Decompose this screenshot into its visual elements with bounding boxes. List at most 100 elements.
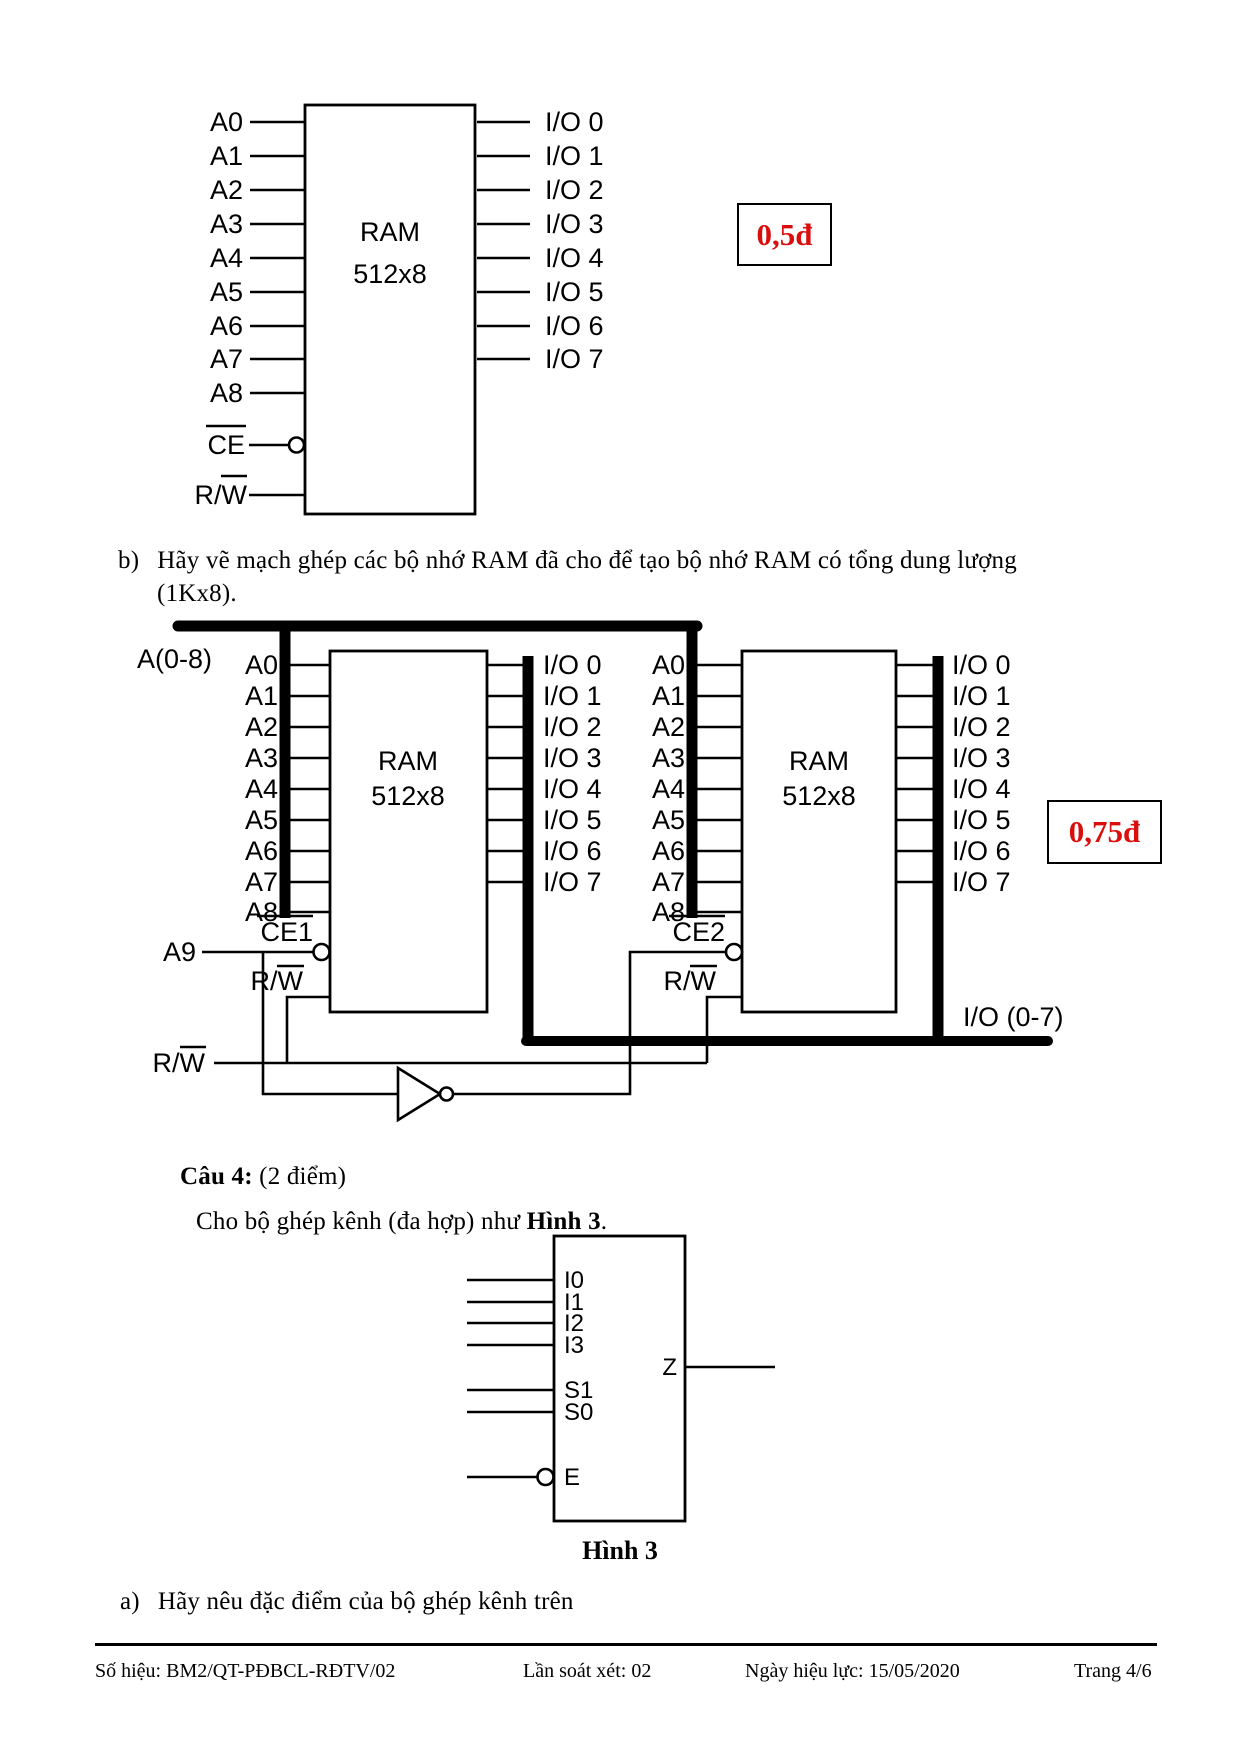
addr-pin-label: A3 (652, 743, 685, 773)
ce-inverter-bubble (287, 436, 306, 454)
revision-value: 02 (631, 1660, 652, 1682)
ce2-pin-label: CE2 (672, 917, 725, 947)
revision-label: Lần soát xét: (523, 1660, 627, 1682)
part-a-text: Hãy nêu đặc điểm của bộ ghép kênh trên (157, 1588, 574, 1615)
addr-pin-label: A8 (245, 897, 278, 927)
io-pin-label: I/O 0 (543, 650, 602, 680)
addr-pin-label: A1 (245, 681, 278, 711)
chip1-rw-pin-label: R/W (251, 966, 304, 996)
addr-pin-label: A7 (245, 867, 278, 897)
addr-pin-label: A4 (210, 243, 243, 273)
ram-1kx8-circuit-diagram: A(0-8) I/O (0-7) RAM 512x8 A0 A1 A2 A3 A… (137, 620, 1064, 1123)
chip1-rw-wire (285, 995, 330, 1063)
addr-pin-label: A7 (210, 344, 243, 374)
a9-label: A9 (163, 937, 196, 967)
io-pin-label: I/O 6 (543, 836, 602, 866)
mux-enable-label: E (564, 1464, 580, 1491)
footer-page-number: Trang 4/6 (1074, 1660, 1152, 1682)
io-pin-label: I/O 1 (543, 681, 602, 711)
chip2-size-label: 512x8 (782, 781, 856, 811)
question4-heading: Câu 4: (2 điểm) (180, 1160, 346, 1193)
chip2-rw-pin-label: R/W (664, 966, 717, 996)
io-pin-label: I/O 5 (545, 277, 604, 307)
doc-code-value: BM2/QT-PĐBCL-RĐTV/02 (166, 1660, 396, 1682)
question3-part-b: b)Hãy vẽ mạch ghép các bộ nhớ RAM đã cho… (118, 544, 1017, 577)
io-pin-label: I/O 5 (952, 805, 1011, 835)
addr-pin-label: A7 (652, 867, 685, 897)
mux-select-label: S1 (564, 1377, 593, 1404)
score-value: 0,5đ (756, 216, 813, 252)
io-pin-label: I/O 4 (952, 774, 1011, 804)
footer-effective-date: Ngày hiệu lực: 15/05/2020 (745, 1660, 960, 1683)
part-a-label: a) (120, 1588, 140, 1615)
addr-pin-label: A6 (245, 836, 278, 866)
addr-pin-label: A3 (210, 209, 243, 239)
intro-text: Cho bộ ghép kênh (đa hợp) như (196, 1208, 527, 1235)
inverter-output-wire (453, 950, 726, 1096)
enable-inverter-bubble (536, 1467, 555, 1487)
ce1-inverter-bubble (312, 942, 331, 962)
mux-input-label: I1 (564, 1289, 584, 1316)
figure-reference: Hình 3 (526, 1208, 601, 1235)
mux-input-label: I0 (564, 1267, 584, 1294)
mux-input-label: I3 (564, 1332, 584, 1359)
chip1-name-label: RAM (378, 746, 438, 776)
io-pin-label: I/O 7 (545, 344, 604, 374)
io-pin-label: I/O 5 (543, 805, 602, 835)
io-pin-label: I/O 2 (952, 712, 1011, 742)
addr-pin-label: A1 (210, 141, 243, 171)
footer-doc-code: Số hiệu: BM2/QT-PĐBCL-RĐTV/02 (95, 1660, 395, 1683)
ram-chip1-body (328, 649, 489, 1014)
addr-pin-label: A6 (210, 311, 243, 341)
io-pin-label: I/O 3 (543, 743, 602, 773)
chip-size-label: 512x8 (353, 259, 427, 289)
effective-date-value: 15/05/2020 (868, 1660, 960, 1682)
addr-pin-label: A2 (210, 175, 243, 205)
addr-pin-label: A2 (652, 712, 685, 742)
ram-chip-diagram: RAM 512x8 A0 A1 A2 A3 A4 A5 A6 A7 A8 I/O… (195, 103, 604, 516)
rw-pin-label: R/W (195, 480, 248, 510)
question3-part-b-line2: (1Kx8). (157, 577, 237, 610)
io-pin-label: I/O 7 (952, 867, 1011, 897)
chip1-size-label: 512x8 (371, 781, 445, 811)
addr-pin-label: A6 (652, 836, 685, 866)
addr-pin-label: A0 (245, 650, 278, 680)
mux-body (552, 1234, 687, 1523)
addr-pin-label: A3 (245, 743, 278, 773)
question4-points: (2 điểm) (252, 1163, 347, 1190)
addr-pin-label: A4 (245, 774, 278, 804)
io-pin-label: I/O 3 (952, 743, 1011, 773)
io-pin-label: I/O 3 (545, 209, 604, 239)
chip-name-label: RAM (360, 217, 420, 247)
effective-date-label: Ngày hiệu lực: (745, 1660, 864, 1682)
question4-title: Câu 4: (180, 1163, 253, 1190)
part-b-text: Hãy vẽ mạch ghép các bộ nhớ RAM đã cho đ… (157, 547, 1017, 574)
inverter-bubble (438, 1086, 455, 1102)
footer-divider (95, 1643, 1157, 1646)
io-pin-label: I/O 1 (545, 141, 604, 171)
footer-revision: Lần soát xét: 02 (523, 1660, 651, 1683)
io-pin-label: I/O 6 (545, 311, 604, 341)
addr-pin-label: A0 (210, 107, 243, 137)
addr-pin-label: A5 (245, 805, 278, 835)
addr-pin-label: A5 (210, 277, 243, 307)
doc-code-label: Số hiệu: (95, 1660, 162, 1682)
ram-chip-body (303, 103, 477, 516)
rw-rail-label: R/W (153, 1048, 206, 1078)
multiplexer-diagram: I0 I1 I2 I3 S1 S0 E Z (467, 1234, 775, 1523)
ram-chip2-body (740, 649, 898, 1014)
question4-part-a: a) Hãy nêu đặc điểm của bộ ghép kênh trên (120, 1585, 574, 1618)
ce-pin-label: CE (207, 430, 245, 460)
inverter-gate (396, 1065, 443, 1123)
addr-pin-label: A5 (652, 805, 685, 835)
io-pin-label: I/O 0 (545, 107, 604, 137)
intro-period: . (600, 1208, 608, 1235)
mux-input-label: I2 (564, 1310, 584, 1337)
mux-select-label: S0 (564, 1399, 593, 1426)
score-box-q3b: 0,75đ (1047, 800, 1162, 864)
io-bus-label: I/O (0-7) (963, 1002, 1064, 1032)
mux-output-label: Z (662, 1354, 677, 1381)
addr-pin-label: A8 (652, 897, 685, 927)
figure3-caption: Hình 3 (582, 1536, 658, 1565)
